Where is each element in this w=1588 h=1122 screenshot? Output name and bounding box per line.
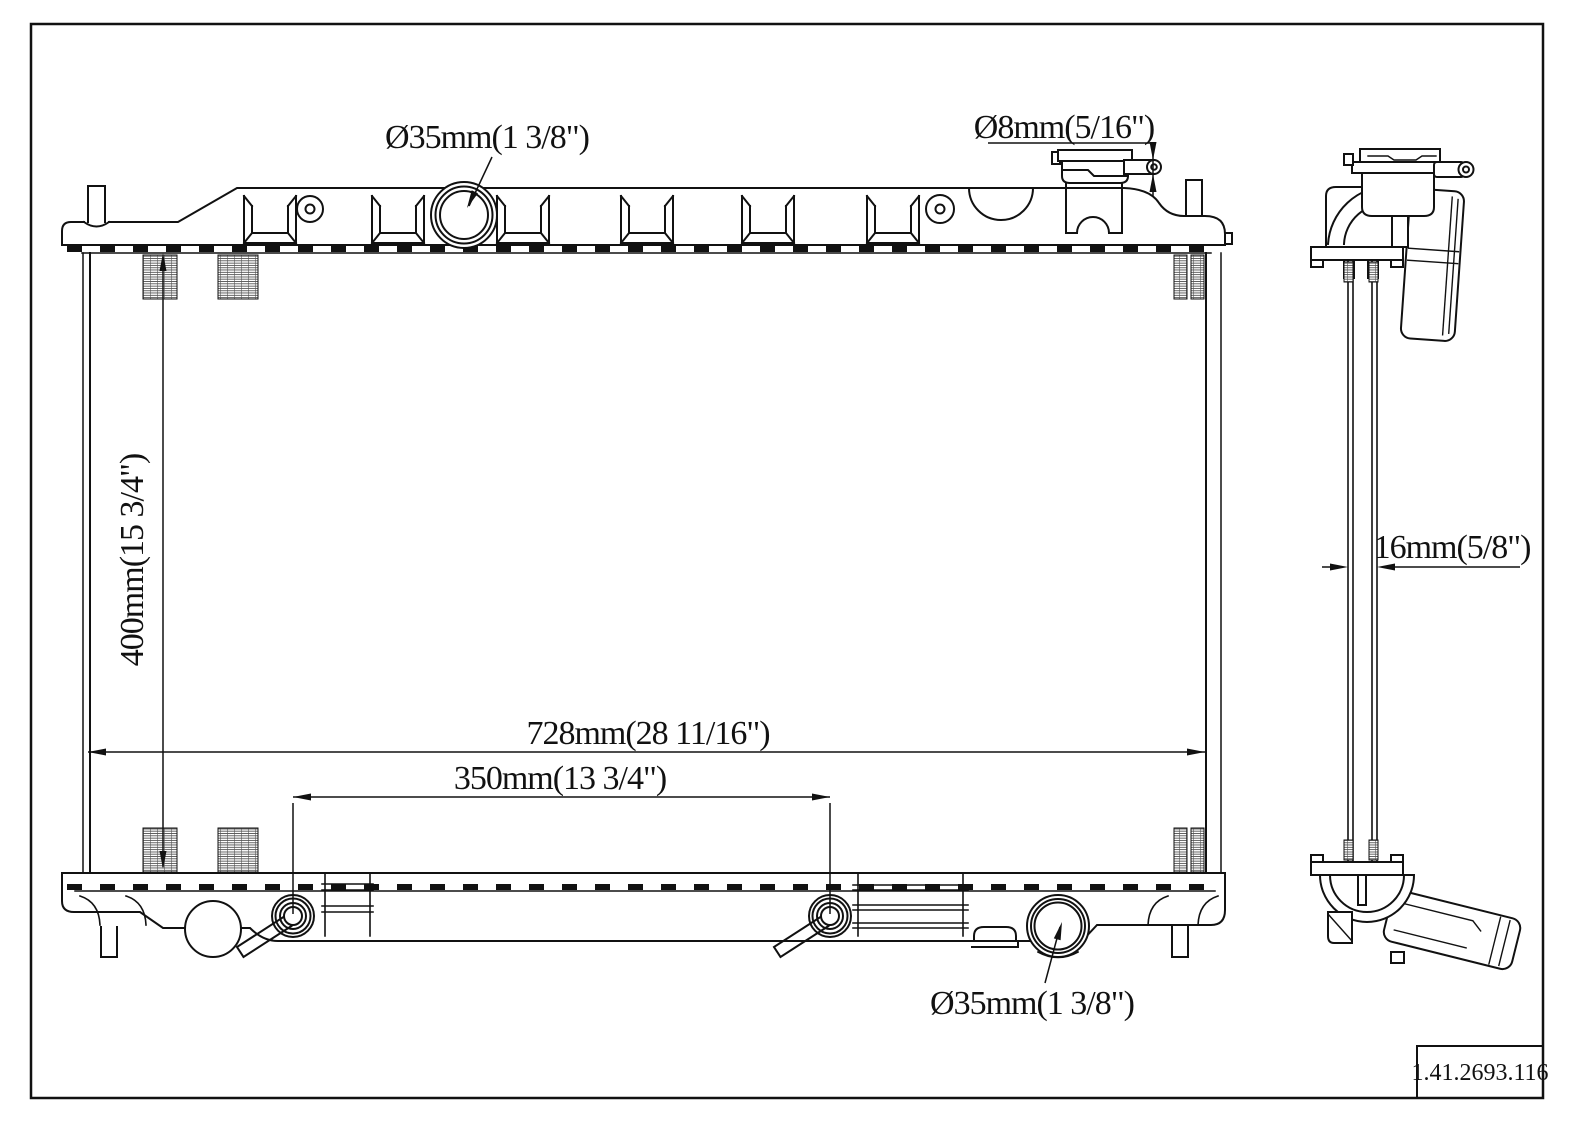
drain-cock-right bbox=[773, 894, 852, 958]
mount-pin-bottom-right bbox=[1171, 924, 1189, 958]
drain-cock-left bbox=[236, 894, 315, 958]
dimensions bbox=[88, 142, 1520, 984]
filler-neck-top bbox=[430, 181, 498, 249]
side-view bbox=[1310, 148, 1522, 971]
part-number: 1.41.2693.116 bbox=[1411, 1060, 1548, 1086]
top-tank bbox=[61, 149, 1233, 254]
label-core-height: 400mm(15 3/4") bbox=[114, 454, 151, 666]
label-fitting-spacing: 350mm(13 3/4") bbox=[454, 760, 666, 797]
leader-inlet-top bbox=[467, 156, 493, 208]
dimension-overall-width bbox=[88, 748, 1205, 756]
label-overflow-tube-diameter: Ø8mm(5/16") bbox=[974, 109, 1154, 146]
dimension-overflow-tube bbox=[988, 142, 1157, 196]
side-core bbox=[1343, 259, 1379, 863]
label-inlet-diameter-top: Ø35mm(1 3/8") bbox=[385, 119, 589, 156]
mount-pin-top-left bbox=[87, 185, 106, 223]
label-core-thickness: 16mm(5/8") bbox=[1374, 529, 1531, 566]
title-block: 1.41.2693.116 bbox=[1411, 1045, 1549, 1099]
page-border bbox=[29, 22, 1545, 1100]
mount-pin-bottom-left bbox=[100, 926, 118, 958]
drain-boss bbox=[184, 900, 242, 958]
leader-outlet-bottom bbox=[1044, 922, 1062, 984]
dimension-fitting-spacing bbox=[292, 793, 831, 914]
label-overall-width: 728mm(28 11/16") bbox=[526, 715, 769, 752]
tank-dome-arc bbox=[967, 186, 1035, 221]
bottom-tank bbox=[61, 872, 1226, 959]
tank-bump bbox=[971, 926, 1019, 948]
core bbox=[82, 252, 1222, 873]
dimension-core-height bbox=[159, 253, 167, 869]
mount-pin-top-right bbox=[1185, 179, 1203, 217]
side-top-tank bbox=[1310, 148, 1475, 279]
front-view bbox=[61, 149, 1233, 959]
side-bottom-tank bbox=[1310, 854, 1416, 964]
bracket-left bbox=[321, 873, 374, 937]
outlet-neck-bottom bbox=[1026, 894, 1090, 959]
radiator-cap-front bbox=[1051, 149, 1162, 235]
bracket-right bbox=[852, 873, 969, 937]
side-inlet-pipe bbox=[1399, 187, 1465, 342]
label-outlet-diameter-bottom: Ø35mm(1 3/8") bbox=[930, 985, 1134, 1022]
dimension-core-thickness bbox=[1322, 563, 1520, 571]
fin-strips bbox=[142, 254, 1205, 873]
